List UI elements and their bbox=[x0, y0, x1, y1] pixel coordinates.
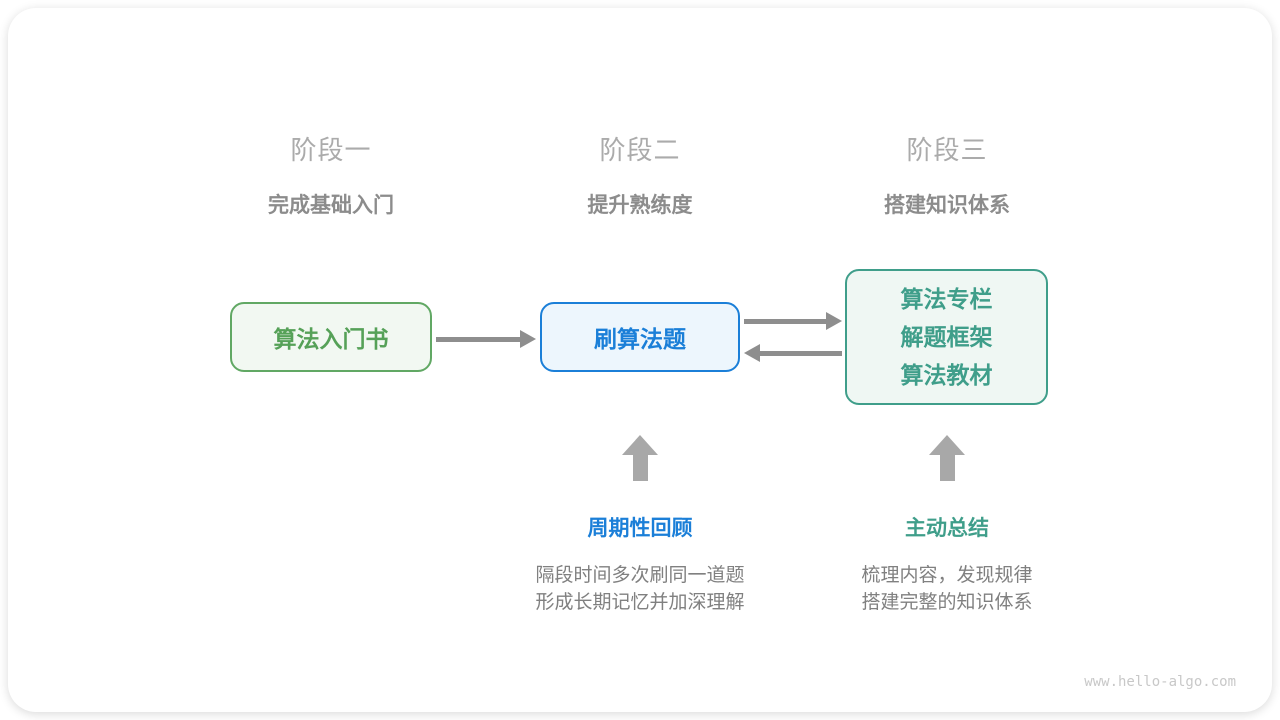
arrow-right-icon bbox=[744, 312, 842, 330]
description-line-2: 形成长期记忆并加深理解 bbox=[535, 592, 745, 613]
arrow-up-icon bbox=[929, 435, 965, 481]
arrow-up-stem bbox=[939, 455, 955, 481]
stage-3-subtitle: 搭建知识体系 bbox=[884, 194, 1010, 217]
stage-1-title: 阶段一 bbox=[290, 135, 372, 165]
stage-3-title: 阶段三 bbox=[906, 135, 988, 165]
stage-3-header: 阶段三 搭建知识体系 bbox=[787, 130, 1107, 219]
annotation-periodic-review: 周期性回顾 隔段时间多次刷同一道题 形成长期记忆并加深理解 bbox=[460, 512, 820, 616]
arrow-head-left-icon bbox=[744, 344, 760, 362]
annotation-periodic-review-label: 周期性回顾 bbox=[587, 517, 693, 540]
annotation-active-summary: 主动总结 梳理内容，发现规律 搭建完整的知识体系 bbox=[767, 512, 1127, 616]
description-line-1: 梳理内容，发现规律 bbox=[861, 565, 1033, 586]
watermark-url: www.hello-algo.com bbox=[1084, 674, 1236, 690]
arrow-up-head-icon bbox=[622, 435, 658, 455]
arrow-shaft bbox=[744, 318, 828, 324]
node-intro-book-label: 算法入门书 bbox=[273, 326, 389, 352]
annotation-active-summary-label: 主动总结 bbox=[905, 517, 989, 540]
node-knowledge-line-frameworks: 解题框架 bbox=[900, 324, 993, 350]
node-practice-problems-label: 刷算法题 bbox=[594, 326, 686, 352]
description-line-1: 隔段时间多次刷同一道题 bbox=[535, 565, 745, 586]
arrow-left-icon bbox=[744, 344, 842, 362]
arrow-up-icon bbox=[622, 435, 658, 481]
node-knowledge-system: 算法专栏 解题框架 算法教材 bbox=[845, 269, 1048, 405]
stage-2-subtitle: 提升熟练度 bbox=[587, 194, 693, 217]
stage-1-subtitle: 完成基础入门 bbox=[268, 194, 394, 217]
annotation-active-summary-description: 梳理内容，发现规律 搭建完整的知识体系 bbox=[767, 562, 1127, 616]
stage-2-title: 阶段二 bbox=[599, 135, 681, 165]
node-knowledge-line-textbooks: 算法教材 bbox=[900, 362, 993, 388]
arrow-up-head-icon bbox=[929, 435, 965, 455]
arrow-up-stem bbox=[632, 455, 648, 481]
arrow-head-right-icon bbox=[826, 312, 842, 330]
node-knowledge-line-columns: 算法专栏 bbox=[900, 286, 993, 312]
arrow-right-icon bbox=[436, 330, 536, 348]
description-line-2: 搭建完整的知识体系 bbox=[861, 592, 1033, 613]
node-practice-problems: 刷算法题 bbox=[540, 302, 740, 372]
node-intro-book: 算法入门书 bbox=[230, 302, 432, 372]
arrow-shaft bbox=[436, 336, 522, 342]
arrow-head-right-icon bbox=[520, 330, 536, 348]
stage-1-header: 阶段一 完成基础入门 bbox=[171, 130, 491, 219]
arrow-shaft bbox=[758, 350, 842, 356]
stage-2-header: 阶段二 提升熟练度 bbox=[480, 130, 800, 219]
annotation-periodic-review-description: 隔段时间多次刷同一道题 形成长期记忆并加深理解 bbox=[460, 562, 820, 616]
